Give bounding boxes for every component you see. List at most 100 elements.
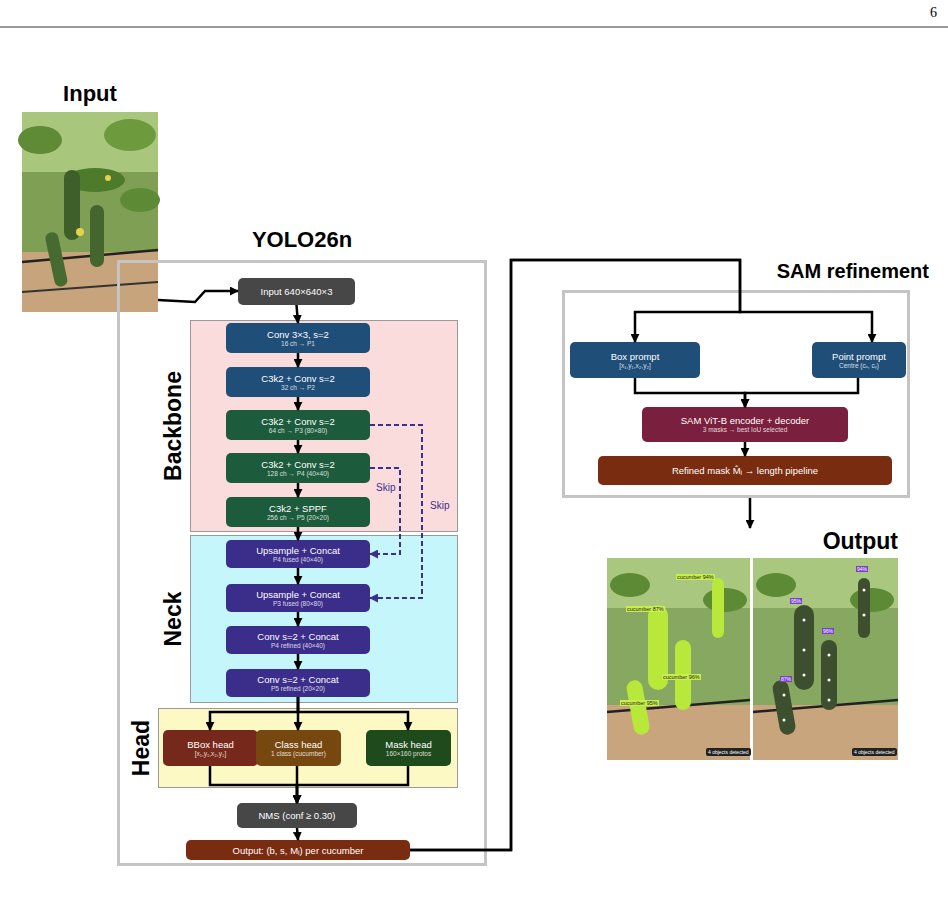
backbone-band: BackboneConv 3×3, s=216 ch → P1C3k2 + Co… [190, 320, 458, 532]
page-number: 6 [930, 5, 937, 21]
node-title: SAM ViT-B encoder + decoder [681, 415, 809, 426]
node-title: Conv s=2 + Concat [257, 674, 338, 685]
node-title: C3k2 + Conv s=2 [261, 416, 334, 427]
flow-arrow [210, 766, 297, 803]
node-title: Output: (b, s, Mᵢ) per cucumber [233, 845, 364, 856]
skip-connector [370, 468, 400, 554]
conv-box: C3k2 + Conv s=2128 ch → P4 (40×40) [226, 453, 370, 483]
flow-arrow [297, 440, 300, 453]
head-band: HeadBBox head[x₁,y₁,x₂,y₂]Class head1 cl… [158, 708, 458, 788]
output-segmentation-image [753, 558, 898, 760]
node-title: SAM refinement [777, 260, 929, 283]
refined-mask-box: Refined mask M̂ᵢ → length pipeline [598, 456, 892, 485]
input-photo [18, 112, 160, 312]
edge-label: Skip [376, 482, 395, 493]
flow-arrow [297, 697, 300, 730]
node-title: Box prompt [611, 351, 660, 362]
sam-model-box: SAM ViT-B encoder + decoder3 masks → bes… [642, 407, 848, 442]
flow-arrow [749, 498, 752, 528]
detection-tag: cucumber 87% [626, 606, 665, 612]
node-title: C3k2 + SPPF [269, 503, 327, 514]
node-subtitle: 128 ch → P4 (40×40) [267, 470, 329, 478]
sam-container: SAM refinementBox prompt[x₁,y₁,x₂,y₂]Poi… [562, 290, 910, 498]
node-subtitle: P3 fused (80×80) [273, 600, 323, 608]
conv-box: C3k2 + Conv s=232 ch → P2 [226, 367, 370, 397]
flow-arrow [158, 291, 238, 302]
flow-arrow [297, 353, 300, 367]
node-title: YOLO26n [120, 227, 484, 253]
flow-arrow [298, 697, 408, 730]
conv-box: Conv 3×3, s=216 ch → P1 [226, 323, 370, 353]
detection-tag: cucumber 96% [662, 674, 701, 680]
flow-arrow [297, 483, 300, 497]
node-subtitle: [x₁,y₁,x₂,y₂] [195, 750, 226, 758]
node-title: NMS (conf ≥ 0.30) [258, 810, 335, 821]
neck-box: Conv s=2 + ConcatP5 refined (20×20) [226, 669, 370, 697]
node-subtitle: [x₁,y₁,x₂,y₂] [619, 362, 650, 370]
node-title: Input [22, 81, 158, 107]
flow-arrow [297, 568, 300, 584]
mask-badge: 96% [822, 628, 834, 634]
node-subtitle: P5 refined (20×20) [271, 685, 325, 693]
edge-label: Skip [430, 500, 449, 511]
header-rule [0, 27, 948, 28]
node-title: Conv 3×3, s=2 [267, 329, 329, 340]
skip-connector [370, 425, 422, 598]
nms-box: NMS (conf ≥ 0.30) [237, 803, 357, 828]
node-title: Class head [275, 739, 323, 750]
node-subtitle: P4 refined (40×40) [271, 642, 325, 650]
node-subtitle: 16 ch → P1 [281, 340, 315, 348]
conv-box: C3k2 + Conv s=264 ch → P3 (80×80) [226, 410, 370, 440]
output-box: Output: (b, s, Mᵢ) per cucumber [186, 840, 410, 860]
node-subtitle: P4 fused (40×40) [273, 556, 323, 564]
flow-arrow [410, 260, 872, 850]
flow-arrow [297, 397, 300, 410]
node-subtitle: Centre (cₓ, cᵧ) [839, 362, 879, 370]
node-title: C3k2 + Conv s=2 [261, 459, 334, 470]
model-container: YOLO26nInput 640×640×3BackboneConv 3×3, … [117, 260, 487, 866]
flow-arrow [296, 766, 299, 803]
node-subtitle: 160×160 protos [386, 750, 431, 758]
neck-box: Upsample + ConcatP3 fused (80×80) [226, 584, 370, 612]
mask-badge: 94% [856, 566, 868, 572]
node-title: Mask head [385, 739, 431, 750]
flow-arrow [745, 378, 858, 407]
sppf-box: C3k2 + SPPF256 ch → P5 (20×20) [226, 497, 370, 527]
node-title: Conv s=2 + Concat [257, 631, 338, 642]
head-box: BBox head[x₁,y₁,x₂,y₂] [163, 730, 258, 766]
node-subtitle: 256 ch → P5 (20×20) [267, 514, 329, 522]
detection-count: 4 objects detected [706, 748, 751, 756]
node-title: Upsample + Concat [256, 589, 340, 600]
flow-arrow [297, 612, 300, 626]
node-subtitle: 32 ch → P2 [281, 384, 315, 392]
detection-count: 4 objects detected [852, 748, 897, 756]
mask-badge: 95% [790, 598, 802, 604]
node-title: Head [128, 720, 155, 776]
flow-arrow [744, 442, 747, 456]
node-title: Input 640×640×3 [261, 286, 333, 297]
input-image-node: Input [22, 112, 158, 312]
flow-arrow [297, 305, 299, 323]
prompt-box: Box prompt[x₁,y₁,x₂,y₂] [570, 342, 700, 378]
node-subtitle: 1 class (cucumber) [271, 750, 326, 758]
node-title: Upsample + Concat [256, 545, 340, 556]
head-box: Class head1 class (cucumber) [256, 730, 341, 766]
node-title: Point prompt [832, 351, 886, 362]
output-detection-image [607, 558, 750, 760]
neck-box: Conv s=2 + ConcatP4 refined (40×40) [226, 626, 370, 654]
flow-arrow [297, 828, 298, 840]
node-subtitle: 3 masks → best IoU selected [703, 426, 788, 434]
flow-arrow [297, 654, 300, 669]
input-box: Input 640×640×3 [238, 278, 355, 305]
head-box: Mask head160×160 protos [366, 730, 451, 766]
flow-arrow [297, 766, 408, 803]
prompt-box: Point promptCentre (cₓ, cᵧ) [812, 342, 906, 378]
node-subtitle: 64 ch → P3 (80×80) [269, 427, 327, 435]
node-title: Backbone [160, 371, 187, 481]
node-title: BBox head [187, 739, 233, 750]
flow-arrow [410, 260, 740, 850]
neck-box: Upsample + ConcatP4 fused (40×40) [226, 540, 370, 568]
node-title: Neck [160, 592, 187, 647]
neck-band: NeckUpsample + ConcatP4 fused (40×40)Ups… [190, 535, 458, 703]
